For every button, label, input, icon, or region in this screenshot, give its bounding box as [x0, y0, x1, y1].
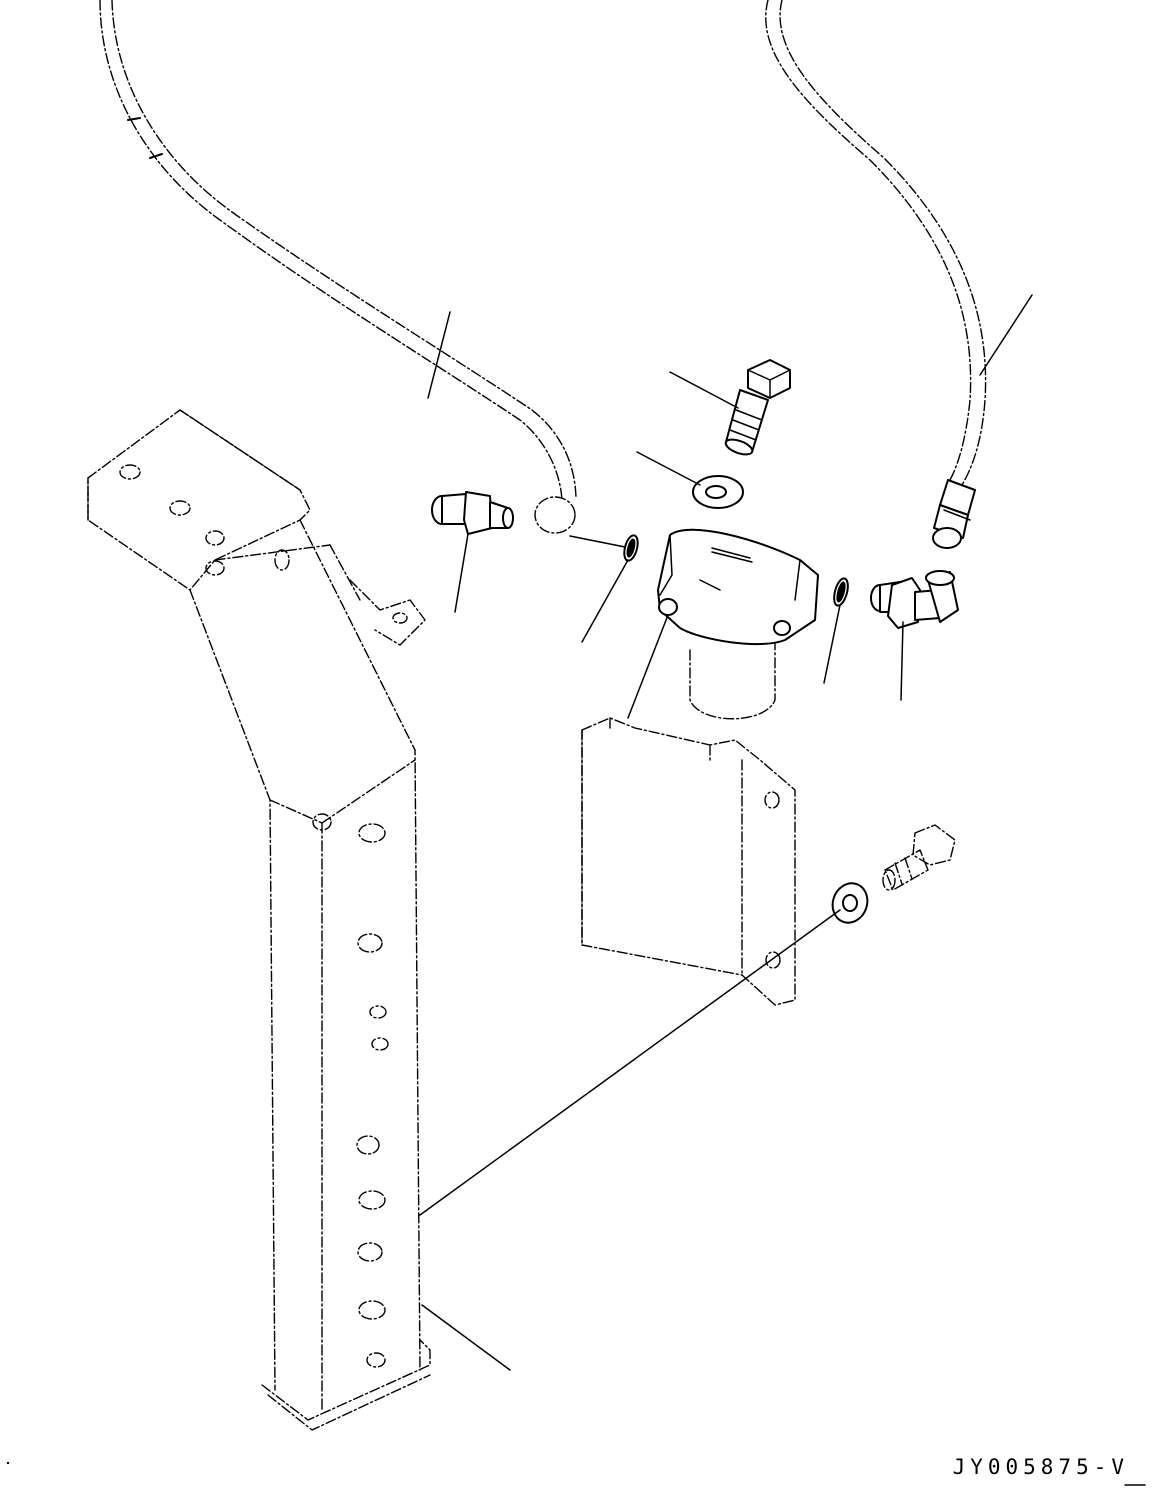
filter-washer — [692, 475, 744, 509]
leader-lines — [421, 294, 1033, 1371]
filter-mounting-plate — [581, 717, 796, 1006]
hose-end-fitting — [932, 479, 976, 549]
plate-bolt — [882, 824, 956, 891]
right-elbow-fitting — [870, 570, 959, 629]
filter-bolt — [724, 359, 791, 456]
assembly-lines — [419, 535, 841, 1216]
right-hose — [765, 0, 987, 486]
plate-washer — [831, 882, 869, 924]
filter-assembly — [657, 528, 819, 720]
left-hose — [99, 0, 577, 534]
o-rings — [623, 534, 849, 607]
left-union-fitting — [431, 491, 514, 535]
figure-code: JY005875-V — [952, 1455, 1129, 1479]
mounting-post — [87, 409, 431, 1431]
